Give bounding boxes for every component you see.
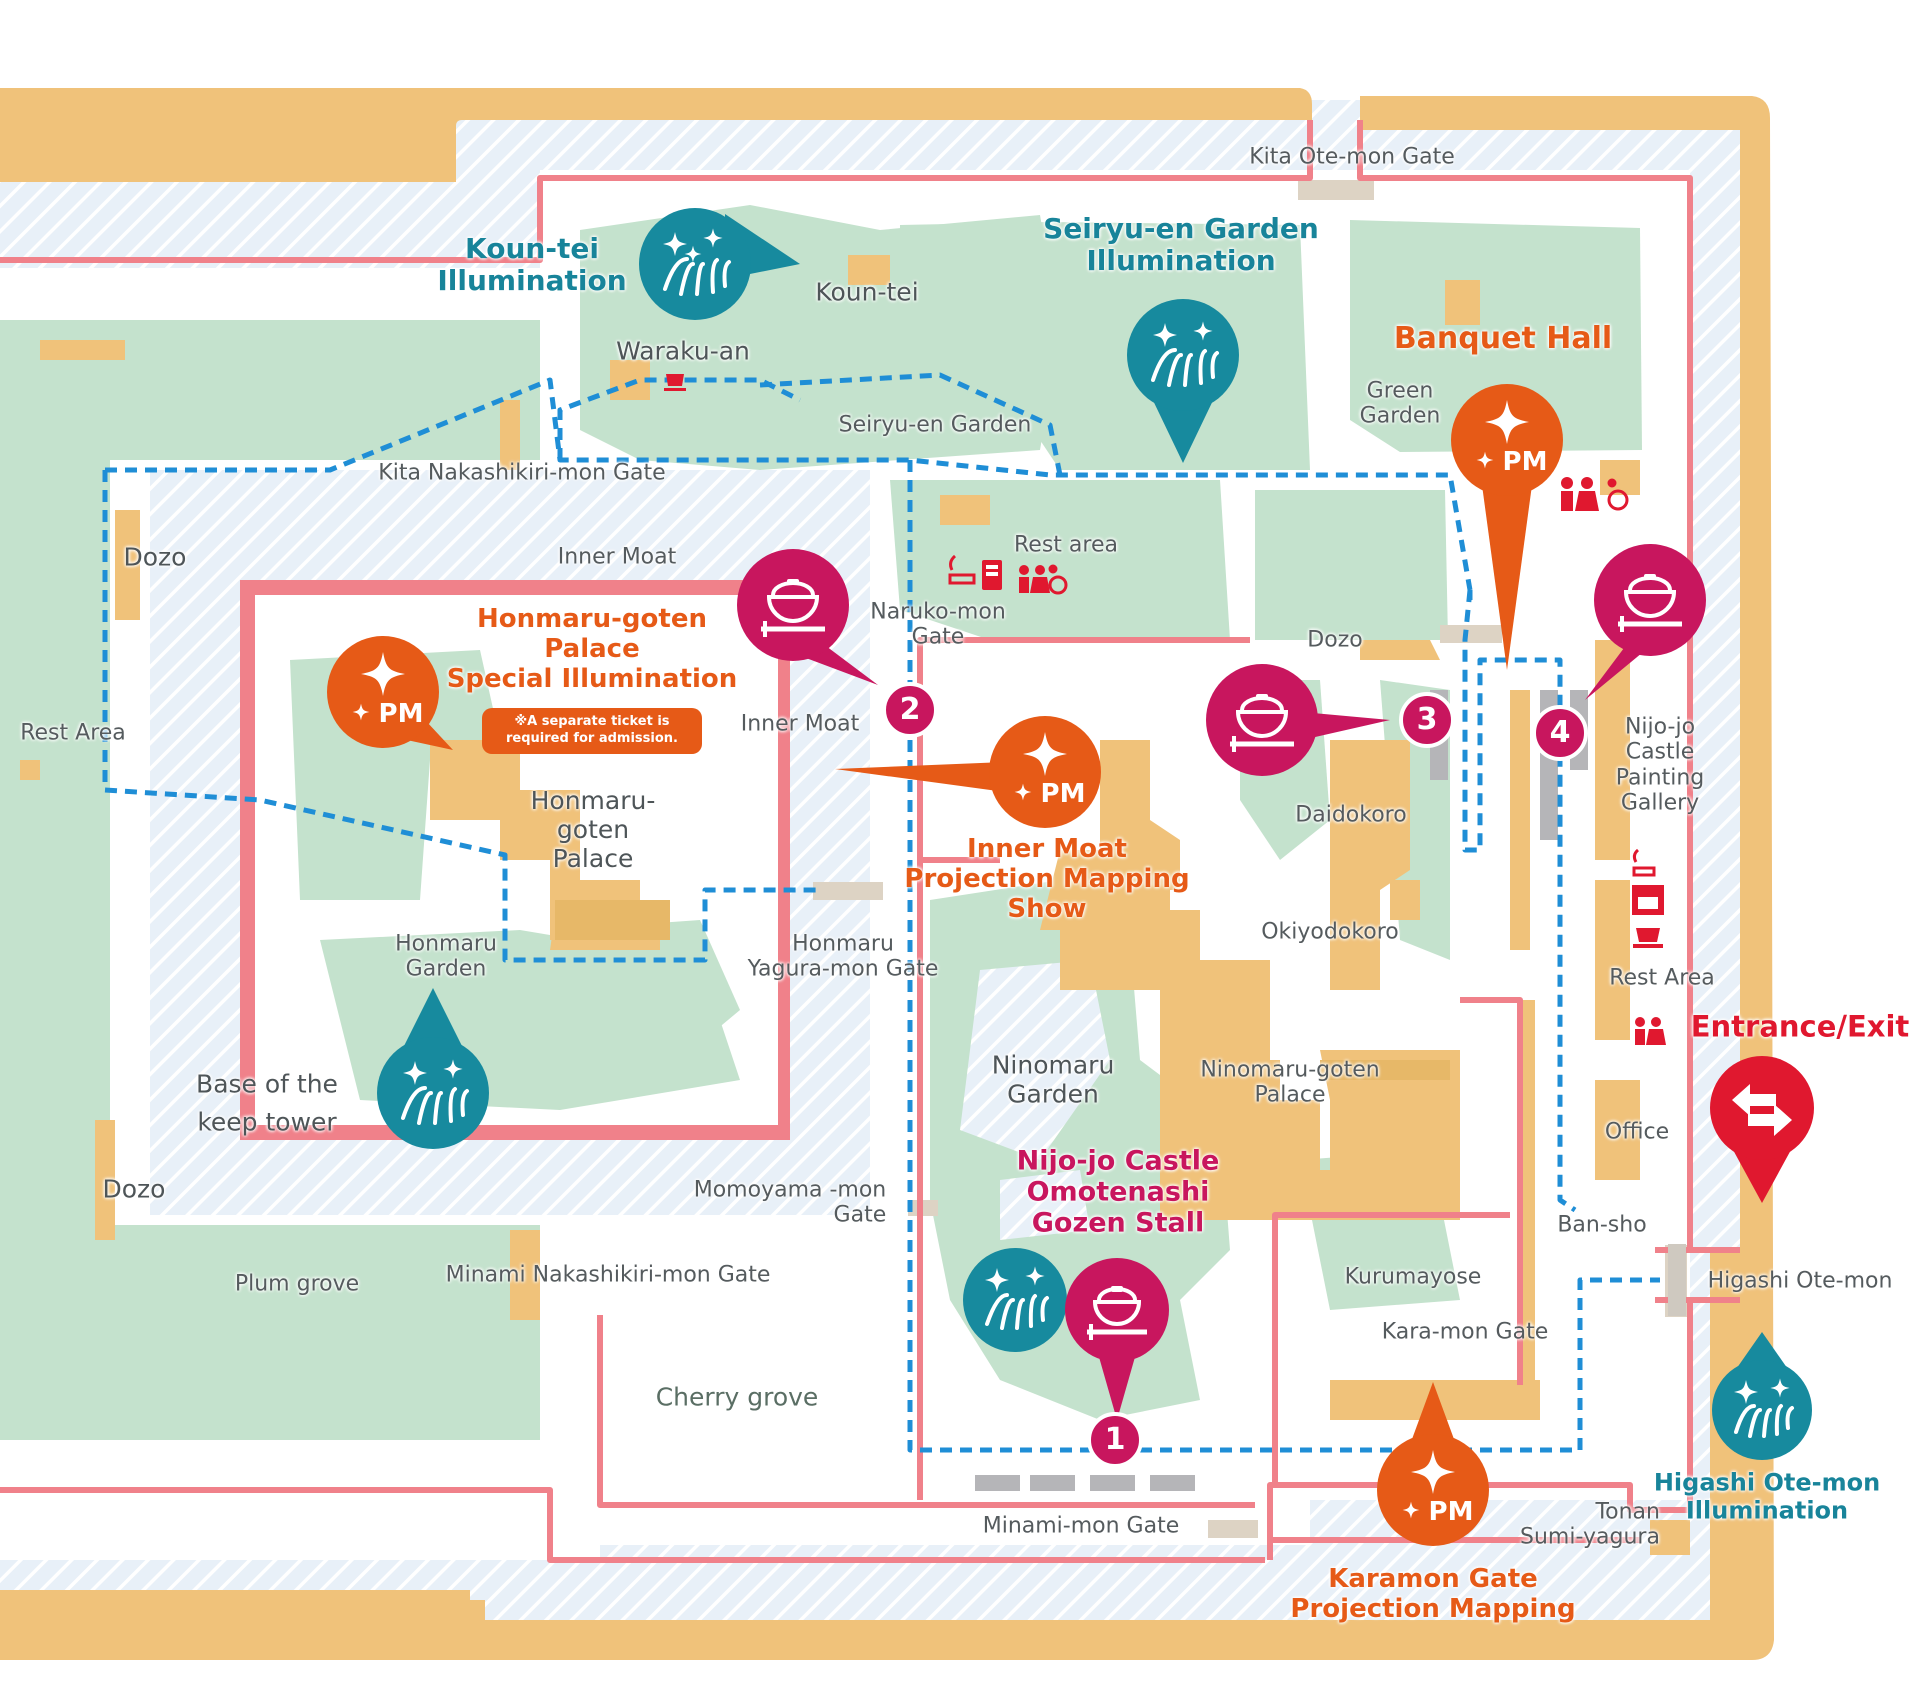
banquet-hall-label: Banquet Hall [1393, 320, 1613, 356]
kara-mon-gate-label: Kara-mon Gate [1381, 1319, 1549, 1345]
fireworks-icon[interactable] [1712, 1332, 1812, 1460]
minami-nakashikiri-gate-label: Minami Nakashikiri-mon Gate [445, 1262, 771, 1288]
honmaru-garden-label: Honmaru Garden [395, 931, 497, 982]
green-garden-label: Green Garden [1359, 378, 1441, 429]
route-stop-3[interactable] [1399, 692, 1455, 748]
rest-area-top-label: Rest area [1014, 532, 1118, 558]
higashi-otemon-illumination-label: Higashi Ote-mon Illumination [1653, 1468, 1881, 1524]
fireworks-icon[interactable] [639, 208, 800, 320]
ticket-required-note: ※A separate ticket is required for admis… [482, 708, 702, 754]
base-keep-tower-label: Base of the keep tower [196, 1069, 338, 1137]
pm-sparkle-icon[interactable]: PM [835, 716, 1101, 828]
smoking-icon [948, 554, 1656, 877]
ninomaru-palace-buildings [20, 255, 1690, 1555]
waraku-an-label: Waraku-an [616, 336, 750, 366]
decorative-gate-bars [1668, 1244, 1686, 1316]
blue-dashed-route [102, 372, 1660, 1453]
route-stop-1[interactable] [1087, 1412, 1143, 1468]
minami-mon-gate-label: Minami-mon Gate [982, 1513, 1180, 1539]
svg-text:PM: PM [1503, 447, 1548, 477]
wheelchair-icon [1048, 478, 1629, 595]
shop-icon [1632, 885, 1664, 915]
naruko-mon-gate-label: Naruko-mon Gate [870, 599, 1006, 650]
route-number-3: 3 [1416, 701, 1438, 737]
momoyama-gate-label: Momoyama -mon Gate [693, 1177, 887, 1228]
higashi-otemon-label: Higashi Ote-mon [1707, 1268, 1893, 1294]
pm-sparkle-icon[interactable]: PM [1377, 1382, 1489, 1546]
restroom-icon [1019, 477, 1666, 1045]
food-bowl-icon[interactable] [1065, 1258, 1169, 1420]
route-number-2: 2 [899, 691, 921, 727]
svg-text:PM: PM [1429, 1497, 1474, 1527]
entrance-exit-arrow-icon[interactable] [1710, 1056, 1814, 1203]
seiryu-en-illumination-label: Seiryu-en Garden Illumination [1043, 211, 1319, 277]
honmaru-yagura-gate-label: Honmaru Yagura-mon Gate [747, 931, 939, 982]
route-stop-2[interactable] [882, 682, 938, 738]
honmaru-palace-building-label: Honmaru- goten Palace [530, 785, 656, 873]
kurumayose-label: Kurumayose [1344, 1264, 1482, 1290]
coffee-cup-icon [664, 374, 1663, 948]
pink-wall-lines [0, 120, 1740, 1563]
inner-moat-top-label: Inner Moat [557, 544, 677, 570]
route-stop-4[interactable] [1532, 705, 1588, 761]
food-bowl-icon[interactable] [1585, 544, 1706, 700]
dozo-left-bottom-label: Dozo [102, 1174, 166, 1204]
svg-text:PM: PM [1041, 779, 1086, 809]
route-number-4: 4 [1549, 714, 1571, 750]
seiryu-en-garden-label: Seiryu-en Garden [838, 412, 1032, 438]
pm-sparkle-icon[interactable]: PM [1451, 384, 1563, 670]
honmaru-palace-buildings [430, 740, 670, 950]
plum-grove-label: Plum grove [234, 1271, 360, 1297]
rest-area-right-label: Rest Area [1609, 965, 1715, 991]
daidokoro-label: Daidokoro [1295, 802, 1407, 828]
inner-moat-right-label: Inner Moat [740, 711, 860, 737]
food-bowl-icon[interactable] [737, 549, 878, 685]
fireworks-icon[interactable] [963, 1248, 1067, 1352]
entrance-exit-label[interactable]: Entrance/Exit [1690, 1009, 1910, 1044]
fireworks-icon[interactable] [377, 988, 489, 1149]
kita-nakashikiri-gate-label: Kita Nakashikiri-mon Gate [378, 460, 666, 486]
fireworks-icon[interactable] [1127, 299, 1239, 463]
rest-area-left-label: Rest Area [20, 720, 126, 746]
office-label: Office [1604, 1119, 1670, 1145]
okiyodokoro-label: Okiyodokoro [1261, 919, 1399, 945]
vending-machine-icon [982, 560, 1002, 590]
painting-gallery-label: Nijo-jo Castle Painting Gallery [1615, 714, 1705, 816]
karamon-projection-label: Karamon Gate Projection Mapping [1290, 1564, 1576, 1624]
ban-sho-label: Ban-sho [1557, 1212, 1647, 1238]
route-number-1: 1 [1104, 1421, 1126, 1457]
tonan-sumi-yagura-label: Tonan Sumi-yagura [1520, 1499, 1660, 1550]
dozo-left-top-label: Dozo [123, 542, 187, 572]
koun-tei-illumination-label: Koun-tei Illumination [437, 231, 627, 297]
cherry-grove-label: Cherry grove [655, 1382, 819, 1412]
ninomaru-palace-label: Ninomaru-goten Palace [1200, 1057, 1380, 1108]
inner-moat-projection-label: Inner Moat Projection Mapping Show [904, 834, 1190, 924]
ninomaru-garden-label: Ninomaru Garden [991, 1050, 1115, 1108]
svg-text:PM: PM [379, 699, 424, 729]
dozo-center-label: Dozo [1307, 627, 1363, 653]
koun-tei-label: Koun-tei [815, 277, 919, 307]
food-bowl-icon[interactable] [1206, 664, 1390, 776]
pm-sparkle-icon[interactable]: PM [327, 636, 453, 750]
honmaru-special-illumination-label: Honmaru-goten Palace Special Illuminatio… [446, 604, 738, 694]
omotenashi-stall-label: Nijo-jo Castle Omotenashi Gozen Stall [1016, 1145, 1220, 1239]
kita-otemon-gate-label: Kita Ote-mon Gate [1249, 144, 1455, 170]
